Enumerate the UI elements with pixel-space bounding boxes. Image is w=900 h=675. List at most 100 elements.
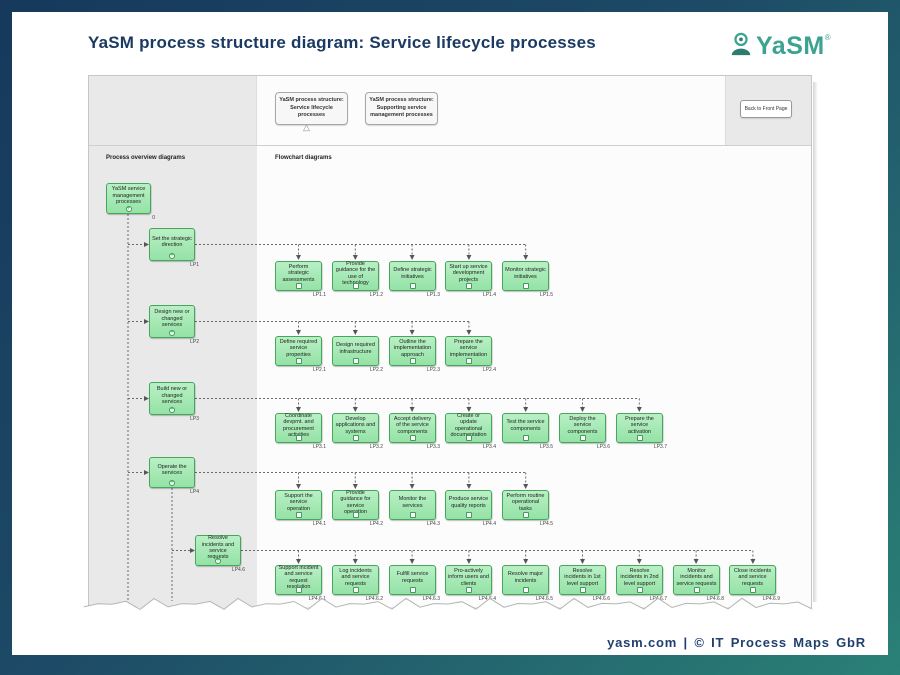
process-box-LP4.6.6[interactable]: Resolve incidents in 1st level support	[559, 565, 606, 595]
tab-service-lifecycle[interactable]: YaSM process structure: Service lifecycl…	[275, 92, 348, 125]
process-box-LP4.6.8[interactable]: Monitor incidents and service requests	[673, 565, 720, 595]
process-box-label: Log incidents and service requests	[339, 567, 372, 587]
page-icon[interactable]	[409, 512, 416, 518]
page-icon[interactable]	[352, 587, 359, 593]
page-icon[interactable]	[409, 435, 416, 441]
process-box-LP1.3[interactable]: Define strategic initiatives	[389, 261, 436, 291]
process-box-LP4.6.3[interactable]: Fulfill service requests	[389, 565, 436, 595]
footer-credit: yasm.com | © IT Process Maps GbR	[607, 635, 866, 650]
page-icon[interactable]	[295, 435, 302, 441]
page-icon[interactable]	[352, 512, 359, 518]
process-box-LP4.3[interactable]: Monitor the services	[389, 490, 436, 520]
process-box-label: Accept delivery of the service component…	[393, 415, 432, 435]
registered-mark: ®	[824, 33, 831, 42]
section-label-overview: Process overview diagrams	[106, 155, 186, 161]
process-box-LP4.6.9[interactable]: Close incidents and service requests	[729, 565, 776, 595]
tab-supporting-processes[interactable]: YaSM process structure: Supporting servi…	[365, 92, 438, 125]
process-code: LP1	[190, 262, 199, 268]
process-box-LP1.2[interactable]: Provide guidance for the use of technolo…	[332, 261, 379, 291]
page-icon[interactable]	[465, 512, 472, 518]
process-box-LP3.5[interactable]: Test the service components	[502, 413, 549, 443]
process-box-LP1.5[interactable]: Monitor strategic initiatives	[502, 261, 549, 291]
process-box-LP3.6[interactable]: Deploy the service components	[559, 413, 606, 443]
expand-icon[interactable]: +	[169, 480, 175, 486]
process-box-0[interactable]: YaSM service management processes+	[106, 183, 151, 214]
process-code: LP4.6.2	[365, 596, 383, 602]
back-to-front-page-button[interactable]: Back to Front Page	[740, 100, 792, 118]
page-icon[interactable]	[522, 435, 529, 441]
process-box-label: Design new or changed services	[154, 309, 190, 329]
page-icon[interactable]	[409, 358, 416, 364]
expand-icon[interactable]: +	[169, 407, 175, 413]
process-code: 0	[152, 215, 155, 221]
logo-text: YaSM	[756, 32, 825, 60]
page-icon[interactable]	[465, 435, 472, 441]
process-box-LP2.1[interactable]: Define required service properties	[275, 336, 322, 366]
page-icon[interactable]	[409, 587, 416, 593]
process-code: LP4.6.8	[706, 596, 724, 602]
page-icon[interactable]	[409, 283, 416, 289]
process-box-LP4.2[interactable]: Provide guidance for service operation	[332, 490, 379, 520]
process-box-label: Create or update operational documentati…	[450, 412, 486, 438]
process-box-LP4.6.2[interactable]: Log incidents and service requests	[332, 565, 379, 595]
process-code: LP2.4	[482, 367, 496, 373]
process-box-label: Support incident and service request res…	[278, 564, 319, 590]
process-code: LP1.2	[369, 292, 383, 298]
process-box-label: Resolve incidents and service requests	[201, 535, 235, 560]
expand-icon[interactable]: +	[169, 253, 175, 259]
page-icon[interactable]	[295, 283, 302, 289]
process-box-LP4.6.7[interactable]: Resolve incidents in 2nd level support	[616, 565, 663, 595]
process-box-label: Monitor strategic initiatives	[505, 267, 546, 280]
process-box-LP4.1[interactable]: Support the service operation	[275, 490, 322, 520]
process-box-LP1[interactable]: Set the strategic direction+	[149, 228, 195, 261]
page-icon[interactable]	[579, 587, 586, 593]
process-box-LP3.7[interactable]: Prepare the service activation	[616, 413, 663, 443]
page-icon[interactable]	[693, 587, 700, 593]
process-box-LP3.3[interactable]: Accept delivery of the service component…	[389, 413, 436, 443]
process-box-label: Provide guidance for the use of technolo…	[335, 260, 376, 286]
process-box-LP3[interactable]: Build new or changed services+	[149, 382, 195, 415]
process-box-LP4[interactable]: Operate the services+	[149, 457, 195, 488]
expand-icon[interactable]: +	[169, 330, 175, 336]
page-icon[interactable]	[749, 587, 756, 593]
page-icon[interactable]	[579, 435, 586, 441]
page-icon[interactable]	[295, 587, 302, 593]
process-box-LP2[interactable]: Design new or changed services+	[149, 305, 195, 338]
page-icon[interactable]	[465, 283, 472, 289]
process-box-label: Deploy the service components	[567, 415, 598, 435]
expand-icon[interactable]: +	[215, 558, 221, 564]
process-box-LP3.2[interactable]: Develop applications and systems	[332, 413, 379, 443]
page-icon[interactable]	[522, 587, 529, 593]
panel-shadow	[813, 82, 818, 602]
expand-icon[interactable]: +	[125, 206, 132, 212]
process-box-LP2.4[interactable]: Prepare the service implementation	[445, 336, 492, 366]
process-box-LP3.4[interactable]: Create or update operational documentati…	[445, 413, 492, 443]
page-icon[interactable]	[522, 512, 529, 518]
process-box-LP4.6.1[interactable]: Support incident and service request res…	[275, 565, 322, 595]
page-icon[interactable]	[295, 512, 302, 518]
process-box-LP2.2[interactable]: Design required infrastructure	[332, 336, 379, 366]
page-icon[interactable]	[352, 358, 359, 364]
process-box-LP2.3[interactable]: Outline the implementation approach	[389, 336, 436, 366]
process-box-label: Coordinate devpmt. and procurement activ…	[283, 412, 314, 438]
process-box-LP4.4[interactable]: Produce service quality reports	[445, 490, 492, 520]
process-box-LP1.1[interactable]: Perform strategic assessments	[275, 261, 322, 291]
process-box-LP4.6.5[interactable]: Resolve major incidents	[502, 565, 549, 595]
process-box-LP4.6[interactable]: Resolve incidents and service requests+	[195, 535, 241, 566]
process-box-label: Monitor incidents and service requests	[676, 567, 717, 587]
page-icon[interactable]	[522, 283, 529, 289]
page-icon[interactable]	[465, 358, 472, 364]
process-box-LP4.5[interactable]: Perform routine operational tasks	[502, 490, 549, 520]
page-icon[interactable]	[352, 435, 359, 441]
process-box-LP4.6.4[interactable]: Pro-actively inform users and clients	[445, 565, 492, 595]
page-icon[interactable]	[636, 587, 643, 593]
page-icon[interactable]	[295, 358, 302, 364]
process-box-LP1.4[interactable]: Start up service development projects	[445, 261, 492, 291]
page-icon[interactable]	[352, 283, 359, 289]
process-box-LP3.1[interactable]: Coordinate devpmt. and procurement activ…	[275, 413, 322, 443]
page-icon[interactable]	[465, 587, 472, 593]
process-code: LP4	[190, 489, 199, 495]
process-box-label: Prepare the service implementation	[449, 338, 488, 358]
yasm-person-icon	[729, 31, 753, 62]
page-icon[interactable]	[636, 435, 643, 441]
